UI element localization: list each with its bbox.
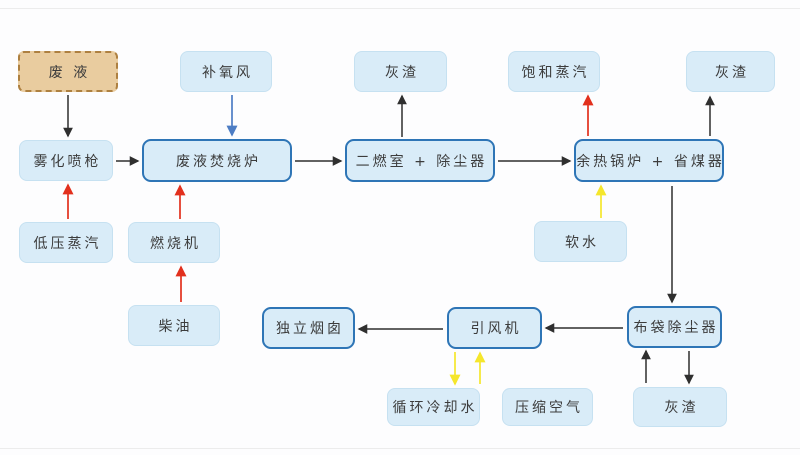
node-ash-residue-right: 灰渣 xyxy=(686,51,775,92)
node-waste-liquid-incinerator: 废液焚烧炉 xyxy=(142,139,292,182)
node-atomizing-spray-gun: 雾化喷枪 xyxy=(19,140,113,181)
node-compressed-air: 压缩空气 xyxy=(502,388,593,426)
node-ash-residue-bottom: 灰渣 xyxy=(633,387,727,427)
top-divider-line xyxy=(0,8,800,9)
node-saturated-steam: 饱和蒸汽 xyxy=(508,51,600,92)
node-soft-water: 软水 xyxy=(534,221,627,262)
node-ash-residue-top: 灰渣 xyxy=(354,51,447,92)
node-independent-chimney: 独立烟囱 xyxy=(262,307,355,349)
node-bag-dust-collector: 布袋除尘器 xyxy=(627,306,722,348)
node-burner: 燃烧机 xyxy=(128,222,220,263)
node-secondary-combustion-dust-collector: 二燃室 + 除尘器 xyxy=(345,139,495,182)
node-diesel: 柴油 xyxy=(128,305,220,346)
node-waste-liquid: 废 液 xyxy=(18,51,118,92)
node-low-pressure-steam: 低压蒸汽 xyxy=(19,222,113,263)
node-circulating-cooling-water: 循环冷却水 xyxy=(387,388,480,426)
node-oxygen-supply-air: 补氧风 xyxy=(180,51,272,92)
node-waste-heat-boiler-economizer: 余热锅炉 + 省煤器 xyxy=(574,139,724,182)
bottom-divider-line xyxy=(0,448,800,449)
node-induced-draft-fan: 引风机 xyxy=(447,307,542,349)
